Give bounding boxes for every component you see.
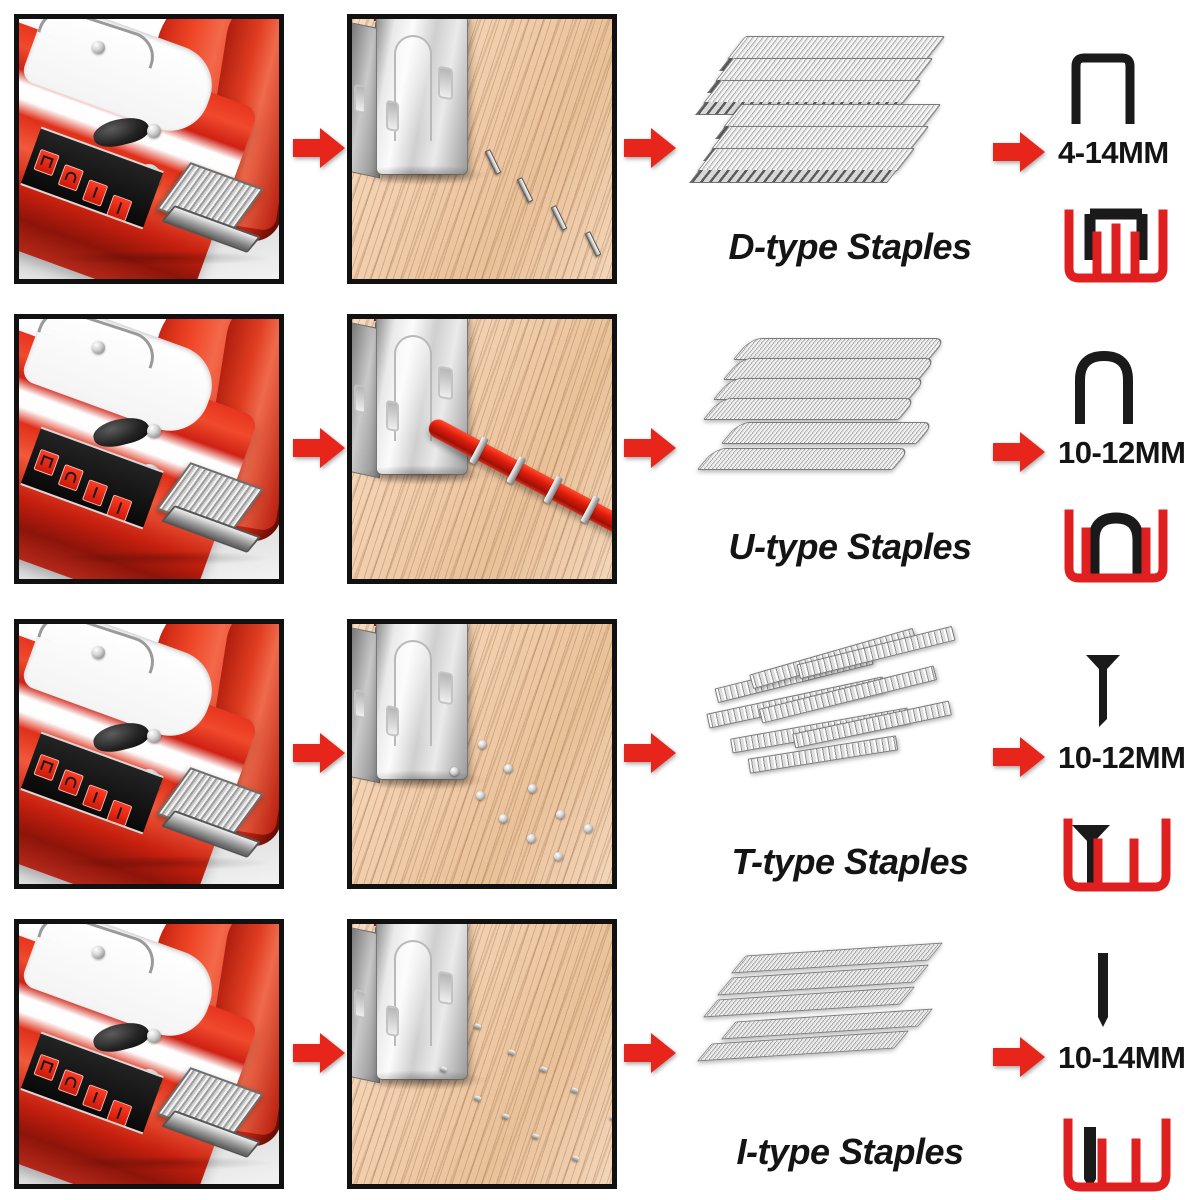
badge-u-type bbox=[57, 163, 84, 192]
red-right-arrow-icon bbox=[293, 1033, 345, 1073]
badge-i-type bbox=[106, 799, 133, 827]
badge-u-type bbox=[57, 1068, 84, 1097]
application-photo bbox=[352, 924, 612, 1184]
red-right-arrow-icon bbox=[624, 128, 676, 168]
red-right-arrow-icon bbox=[993, 1037, 1045, 1077]
badge-d-type bbox=[33, 448, 60, 477]
badge-t-type bbox=[81, 784, 109, 812]
red-right-arrow-icon bbox=[293, 733, 345, 773]
badge-i-type bbox=[106, 1099, 133, 1127]
cable-staple bbox=[580, 495, 601, 525]
gun-rivet bbox=[92, 41, 105, 54]
badge-t-type bbox=[81, 179, 109, 207]
application-photo-panel bbox=[347, 919, 617, 1189]
staple-bundle-photo bbox=[696, 30, 970, 230]
application-photo-panel bbox=[347, 14, 617, 284]
cable-staple bbox=[469, 436, 489, 466]
gun-rivet bbox=[147, 424, 161, 438]
t-nail-outline-icon bbox=[1086, 655, 1120, 727]
gun-rivet bbox=[92, 646, 105, 659]
row-d-type: D-type Staples 4-14MM bbox=[0, 0, 1200, 300]
cable-staple bbox=[543, 475, 564, 505]
red-right-arrow-icon bbox=[624, 428, 676, 468]
cable-staple bbox=[506, 455, 526, 485]
gun-photo-panel bbox=[14, 619, 284, 889]
driven-brad-nail bbox=[527, 834, 536, 843]
staple-gun-photo bbox=[19, 924, 279, 1184]
staple-bundle-photo bbox=[696, 330, 970, 530]
staple-size-label: 10-12MM bbox=[1058, 435, 1186, 470]
driven-brad-nail bbox=[478, 740, 487, 749]
staple-size-label: 4-14MM bbox=[1058, 135, 1169, 170]
red-right-arrow-icon bbox=[624, 1033, 676, 1073]
badge-t-type bbox=[81, 479, 109, 507]
driven-brad-nail bbox=[476, 791, 485, 800]
staple-gun-photo bbox=[19, 319, 279, 579]
driven-brad-nail bbox=[504, 764, 513, 773]
gun-photo-panel bbox=[14, 919, 284, 1189]
red-right-arrow-icon bbox=[293, 128, 345, 168]
driven-brad-nail bbox=[556, 810, 565, 819]
gun-photo-panel bbox=[14, 314, 284, 584]
row-i-type: I-type Staples 10-14MM bbox=[0, 905, 1200, 1200]
staple-bundle-photo bbox=[696, 935, 970, 1135]
stapler-head bbox=[352, 19, 500, 191]
badge-i-type bbox=[106, 494, 133, 522]
driven-brad-nail bbox=[584, 824, 593, 833]
u-staple-outline-icon bbox=[1075, 350, 1133, 424]
magazine-t-nail-icon bbox=[1063, 818, 1171, 892]
magazine-i-pin-icon bbox=[1063, 1118, 1171, 1192]
badge-i-type bbox=[106, 194, 133, 222]
stapler-head bbox=[352, 624, 500, 796]
application-photo bbox=[352, 624, 612, 884]
staple-type-label: U-type Staples bbox=[728, 526, 972, 567]
gun-rivet bbox=[92, 341, 105, 354]
stapler-head bbox=[352, 924, 500, 1096]
badge-u-type bbox=[57, 463, 84, 492]
staple-type-label: T-type Staples bbox=[731, 841, 969, 882]
red-right-arrow-icon bbox=[993, 132, 1045, 172]
application-photo-panel bbox=[347, 314, 617, 584]
gun-rivet bbox=[147, 1029, 161, 1043]
red-right-arrow-icon bbox=[993, 737, 1045, 777]
application-photo bbox=[352, 319, 612, 579]
gun-rivet bbox=[92, 946, 105, 959]
badge-d-type bbox=[33, 1053, 60, 1082]
gun-rivet bbox=[147, 729, 161, 743]
application-photo-panel bbox=[347, 619, 617, 889]
gun-photo-panel bbox=[14, 14, 284, 284]
staple-gun-photo bbox=[19, 19, 279, 279]
staple-type-label: D-type Staples bbox=[728, 226, 972, 267]
staple-size-label: 10-12MM bbox=[1058, 740, 1186, 775]
badge-d-type bbox=[33, 753, 60, 782]
staple-size-label: 10-14MM bbox=[1058, 1040, 1186, 1075]
staple-gun-photo bbox=[19, 624, 279, 884]
staple-bundle-photo bbox=[700, 625, 970, 835]
row-t-type: T-type Staples 10-12MM bbox=[0, 605, 1200, 905]
d-staple-outline-icon bbox=[1071, 53, 1135, 124]
application-photo bbox=[352, 19, 612, 279]
i-pin-outline-icon bbox=[1098, 953, 1108, 1027]
driven-brad-nail bbox=[450, 767, 459, 776]
driven-brad-nail bbox=[554, 852, 563, 861]
stapler-head bbox=[352, 319, 500, 491]
red-right-arrow-icon bbox=[624, 733, 676, 773]
magazine-u-staple-icon bbox=[1064, 509, 1168, 583]
magazine-d-staple-icon bbox=[1064, 208, 1168, 283]
red-right-arrow-icon bbox=[293, 428, 345, 468]
badge-t-type bbox=[81, 1084, 109, 1112]
staple-type-label: I-type Staples bbox=[736, 1131, 964, 1172]
gun-rivet bbox=[147, 124, 161, 138]
driven-brad-nail bbox=[528, 784, 537, 793]
driven-brad-nail bbox=[499, 814, 508, 823]
badge-d-type bbox=[33, 148, 60, 177]
badge-u-type bbox=[57, 768, 84, 797]
row-u-type: U-type Staples 10-12MM bbox=[0, 300, 1200, 600]
red-right-arrow-icon bbox=[993, 432, 1045, 472]
